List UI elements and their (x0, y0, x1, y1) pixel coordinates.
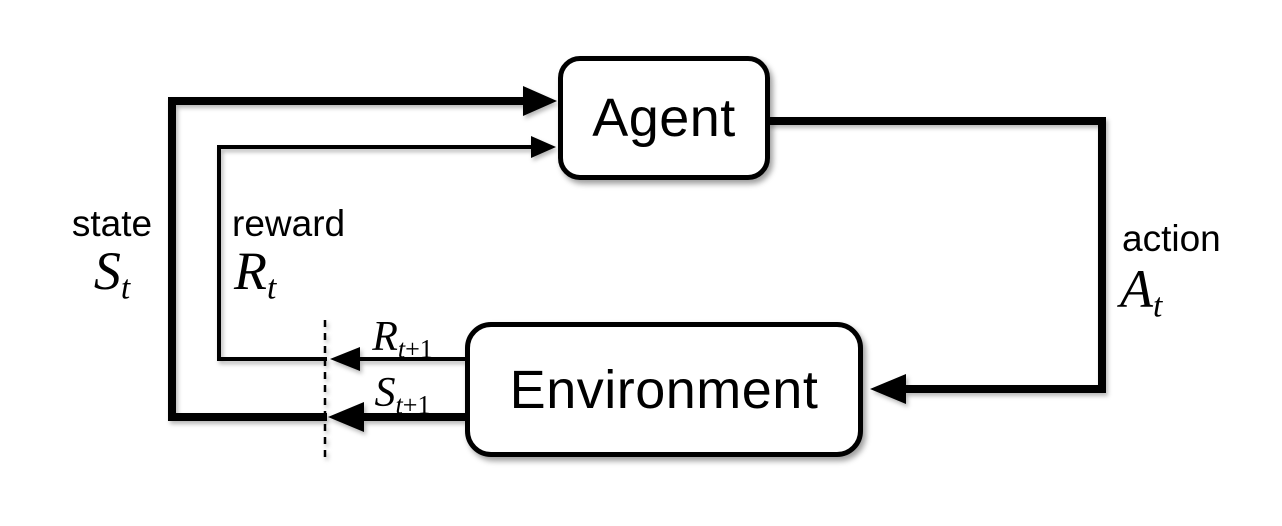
state-next-symbol-label: St+1 (360, 370, 445, 418)
reward-next-arrowhead-icon (330, 347, 360, 371)
action-arrowhead-icon (870, 374, 906, 404)
action-symbol-sub: t (1153, 287, 1163, 325)
state-symbol-label: St (60, 241, 164, 305)
state-symbol-sub: t (120, 269, 131, 307)
state-symbol-base: S (93, 241, 121, 301)
agent-box: Agent (558, 56, 770, 180)
state-next-sub-roman: +1 (402, 390, 431, 420)
reward-symbol-sub: t (267, 269, 277, 307)
reward-next-sub: t (397, 334, 406, 364)
state-loop-line (168, 97, 528, 421)
state-next-base: S (374, 370, 396, 416)
reward-next-symbol-label: Rt+1 (360, 314, 445, 362)
reward-symbol-label: Rt (234, 241, 276, 305)
action-line (768, 117, 1106, 393)
reward-loop-line (217, 145, 535, 361)
state-arrowhead-icon (523, 86, 557, 116)
state-next-arrowhead-icon (328, 402, 364, 432)
environment-box: Environment (465, 322, 863, 457)
action-symbol-label: At (1120, 259, 1162, 323)
reward-next-base: R (372, 314, 398, 360)
environment-box-label: Environment (509, 359, 819, 420)
reward-word-label: reward (232, 203, 346, 244)
agent-box-label: Agent (592, 88, 736, 148)
state-next-sub: t (395, 390, 403, 420)
reward-symbol-base: R (234, 241, 267, 301)
state-word-label: state (71, 203, 153, 244)
action-symbol-base: A (1120, 259, 1153, 319)
reward-next-sub-roman: +1 (405, 334, 433, 364)
reward-arrowhead-icon (531, 136, 556, 158)
action-word-label: action (1122, 218, 1221, 259)
